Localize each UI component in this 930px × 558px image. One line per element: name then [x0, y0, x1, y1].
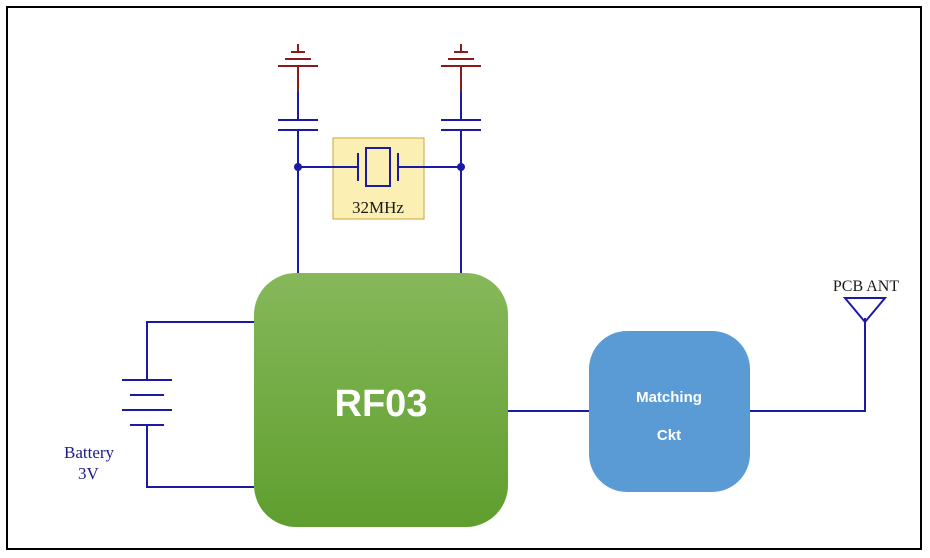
matching-to-antenna-wire — [750, 318, 866, 412]
capacitor-right — [441, 92, 481, 273]
antenna-icon — [842, 297, 888, 324]
matching-circuit — [589, 331, 750, 492]
antenna-label: PCB ANT — [833, 278, 899, 295]
crystal-label: 32MHz — [352, 198, 404, 217]
ground-symbol-right — [441, 44, 481, 92]
battery-label-line1: Battery — [64, 443, 115, 462]
matching-label-line2: Ckt — [657, 427, 681, 444]
rf03-chip — [254, 273, 508, 527]
ground-symbol-left — [278, 44, 318, 92]
battery-label-line2: 3V — [78, 464, 100, 483]
crystal-symbol — [298, 147, 461, 187]
capacitor-left — [278, 92, 318, 273]
matching-label-line1: Matching — [636, 389, 702, 406]
battery-wires — [122, 321, 254, 488]
rf03-chip-label: RF03 — [335, 383, 428, 425]
